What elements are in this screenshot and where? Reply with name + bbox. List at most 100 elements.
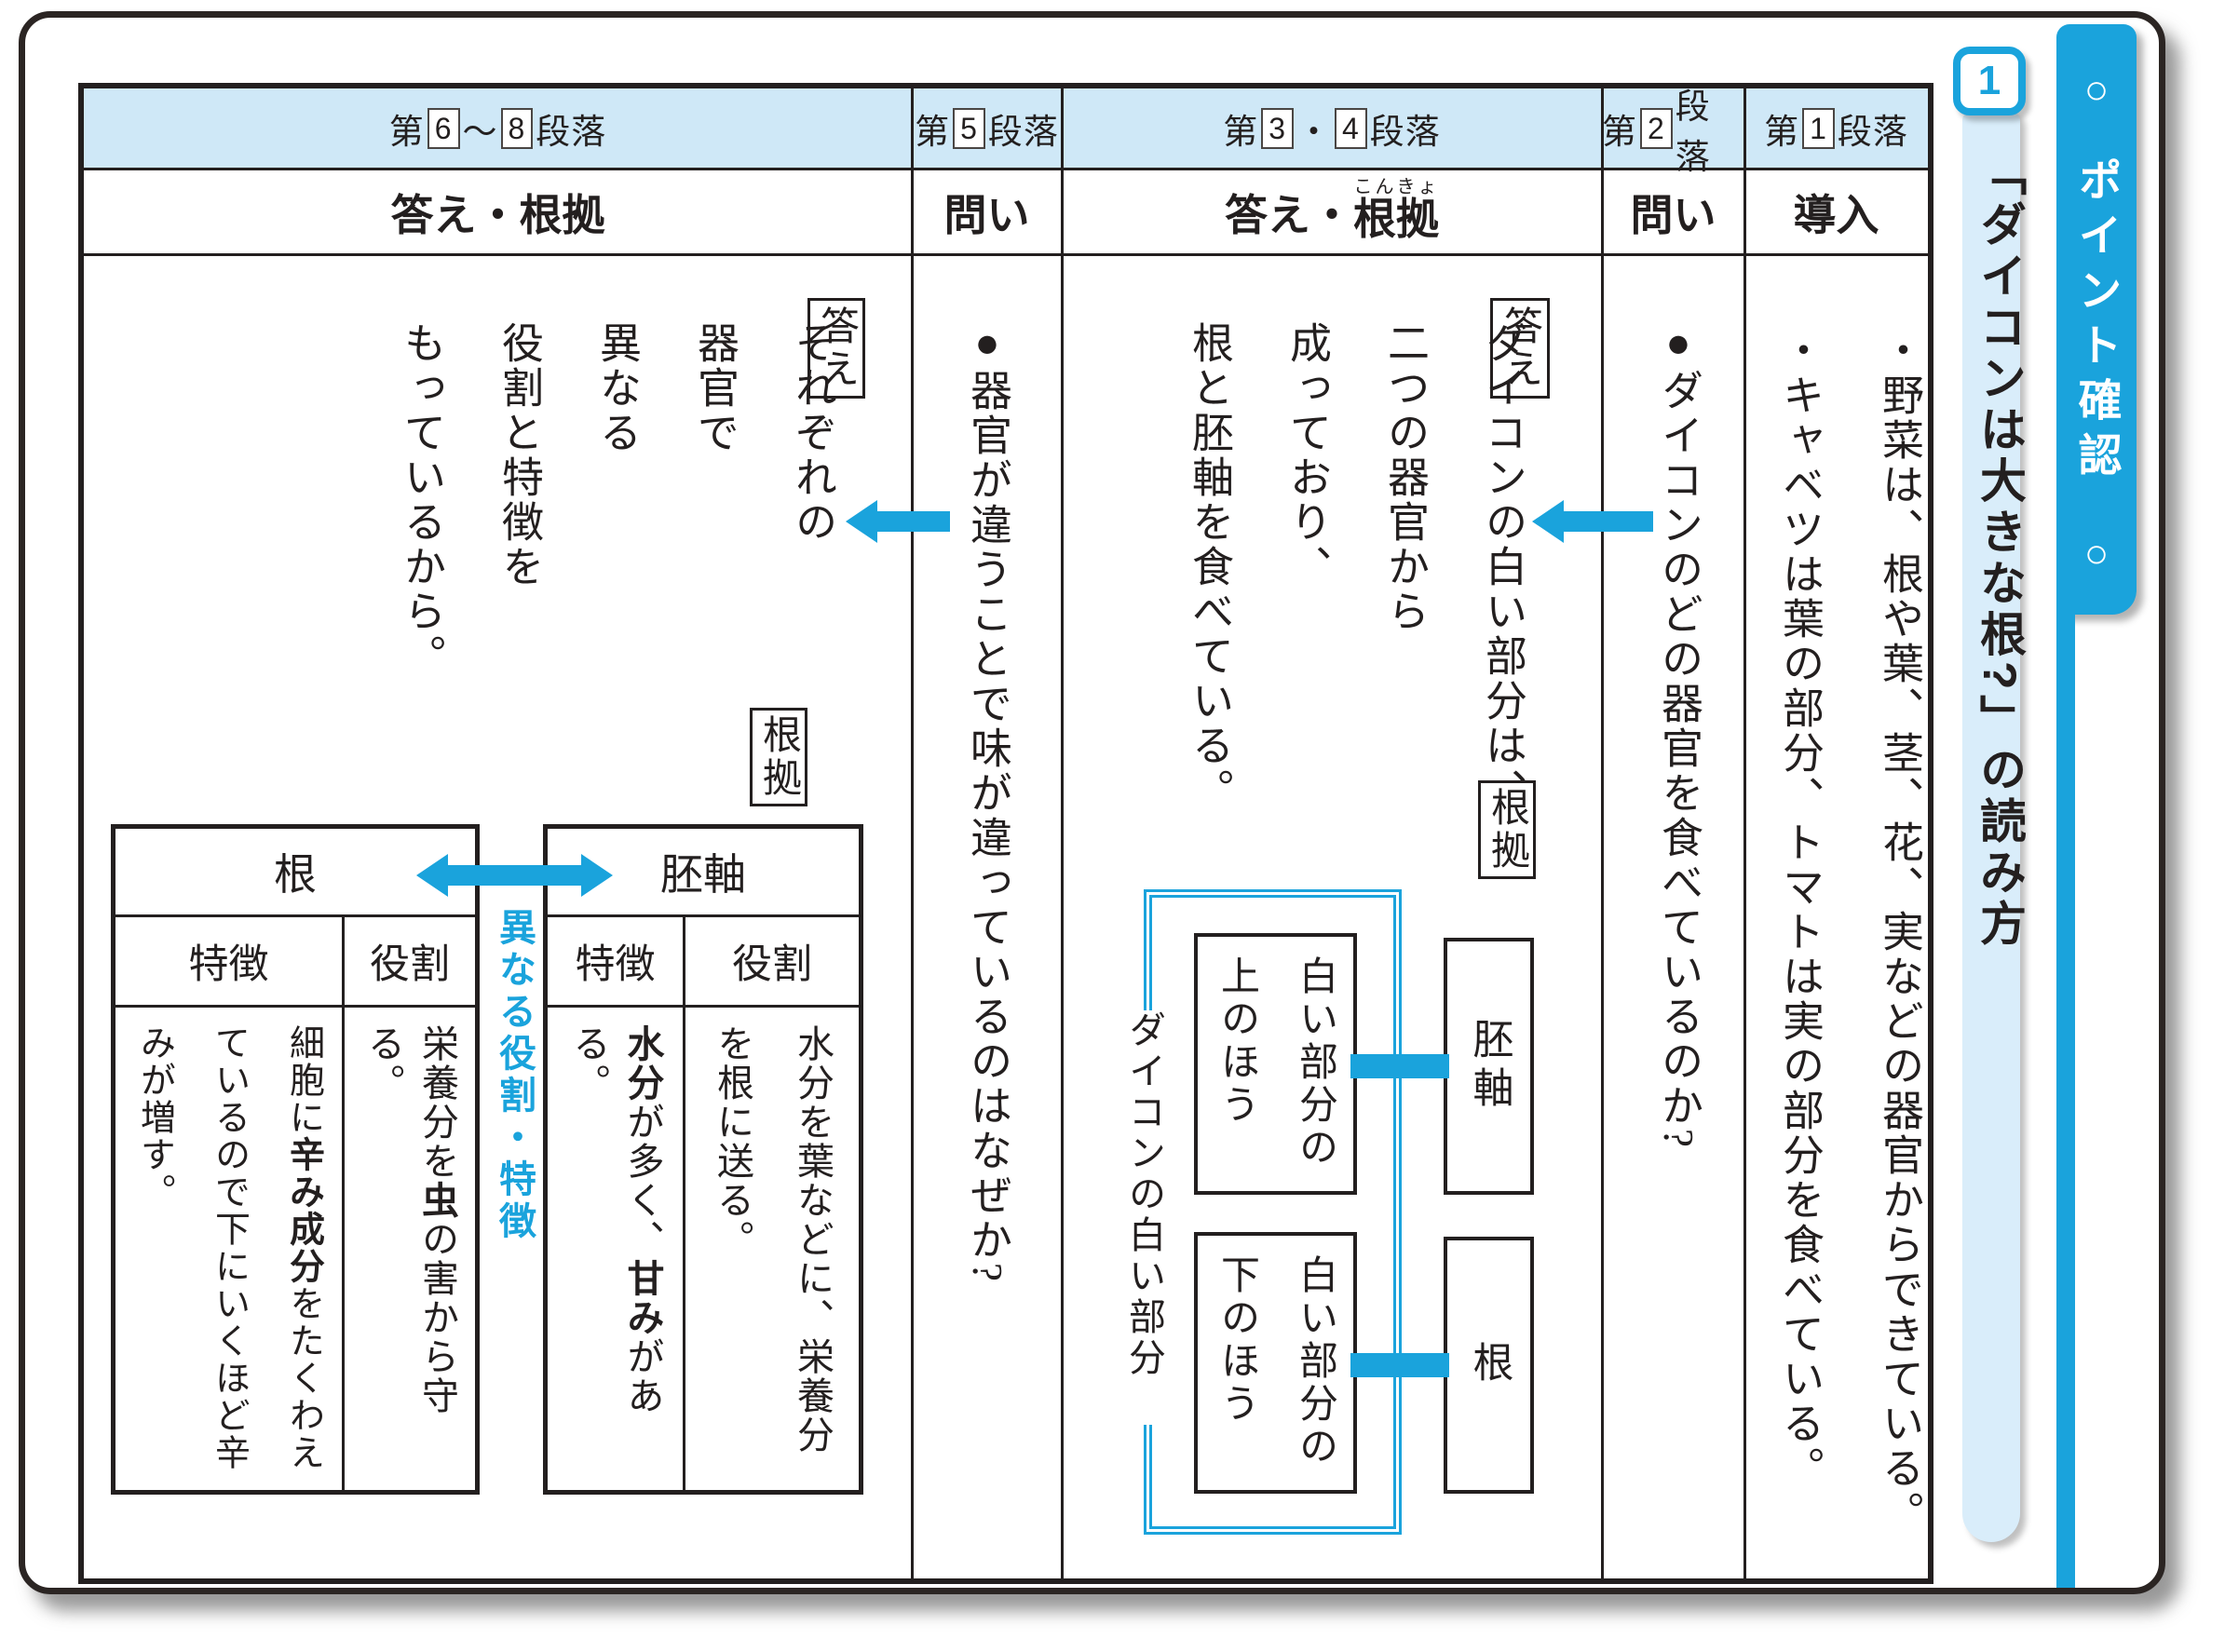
hypocotyl-table-title: 胚軸 <box>548 829 859 917</box>
white-part-upper-text: 白い部分の上のほう <box>1214 955 1336 1170</box>
text-segment: をたくわえているので下にいくほど辛みが増す。 <box>134 1024 323 1471</box>
paragraph-number-box: 3 <box>1261 107 1294 149</box>
header-text: 段落 <box>1837 112 1908 151</box>
hypocotyl-feature-text: 水分が多く、甘みがある。 <box>562 1024 670 1473</box>
header-text: 第 <box>1764 112 1800 151</box>
intro-text-block: ・野菜は、根や葉、茎、花、実などの器官からできている。 ・キャベツは葉の部分、ト… <box>1770 329 1930 1539</box>
chapter-title-text: 「ダイコンは大きな根?」の読み方 <box>1974 149 2026 951</box>
bracket-label-text: ダイコンの白い部分 <box>1123 1010 1165 1379</box>
text-segment: の害から守る。 <box>362 1024 458 1415</box>
text-segment: がある。 <box>567 1024 664 1415</box>
arrow-bar <box>1560 511 1653 532</box>
answer-label-text: 答え <box>1498 305 1541 391</box>
column-divider <box>1601 88 1604 1578</box>
root-box: 根 <box>1444 1237 1534 1494</box>
hypocotyl-feature-header: 特徴 <box>548 917 683 1008</box>
answer-line: もっているから。 <box>398 321 444 679</box>
answer-line: 器官で <box>691 321 738 455</box>
root-organ-table: 根 特徴 役割 細胞に辛み成分をたくわえているので下にいくほど辛みが増す。 栄養… <box>111 824 480 1495</box>
answer-line: 役割と特徴を <box>495 321 542 589</box>
header-text: ・ <box>1296 112 1332 151</box>
text-segment: が多く、 <box>621 1103 664 1259</box>
hypocotyl-text: 胚軸 <box>1466 1018 1513 1115</box>
intro-line-2: ・キャベツは葉の部分、トマトは実の部分を食べている。 <box>1776 329 1823 1491</box>
label-text: 導入 <box>1793 190 1879 239</box>
column-divider <box>1743 88 1746 1578</box>
white-part-upper-box: 白い部分の上のほう <box>1194 933 1357 1195</box>
bold-keyword: 虫 <box>416 1181 457 1220</box>
label-text: 答え・ <box>1225 190 1353 239</box>
answer-text-3-4: ダイコンの白い部分は、 二つの器官から 成っており、 根と胚軸を食べている。 <box>1179 321 1533 861</box>
root-table-title: 根 <box>115 829 475 917</box>
answer-box-label-6-8: 答え <box>807 298 865 399</box>
arrow-bar <box>444 865 585 886</box>
label-answer-basis-3-4: 答え・根拠こんきょ <box>1062 170 1602 253</box>
daikon-bracket-label: ダイコンの白い部分 <box>1119 1010 1168 1425</box>
label-question-5: 問い <box>912 170 1062 253</box>
label-text: 問い <box>1630 190 1716 239</box>
hypocotyl-box: 胚軸 <box>1444 938 1534 1195</box>
arrow-bar <box>874 511 950 532</box>
circle-marker-icon: ○ <box>2083 531 2110 576</box>
answer-line: それぞれの <box>789 321 835 545</box>
different-roles-note: 異なる役割・特徴 <box>488 908 540 1374</box>
answer-line: ダイコンの白い部分は、 <box>1479 321 1526 813</box>
paragraph-header-band <box>84 88 1928 170</box>
hypocotyl-organ-table: 胚軸 特徴 役割 水分が多く、甘みがある。 水分を葉などに、栄養分を根に送る。 <box>543 824 863 1495</box>
header-text: 第 <box>1602 112 1637 151</box>
answer-label-text: 答え <box>814 305 858 391</box>
basis-box-label-3-4: 根拠 <box>1478 780 1536 879</box>
bold-keyword: 辛み成分 <box>283 1136 323 1285</box>
label-text: 問い <box>943 190 1030 239</box>
text-segment: 栄養分を <box>416 1024 458 1181</box>
chapter-number-badge: 1 <box>1953 47 2026 115</box>
point-check-tab: ○ ポイント確認 ○ <box>2056 24 2137 615</box>
paragraph-number-box: 4 <box>1335 107 1367 149</box>
chapter-number: 1 <box>1977 58 2001 103</box>
header-text: 段落 <box>536 112 607 151</box>
header-text: 段落 <box>987 112 1059 151</box>
chapter-title-strip <box>1962 112 2020 1542</box>
label-answer-basis-6-8: 答え・根拠 <box>84 170 912 253</box>
root-role-cell: 栄養分を虫の害から守る。 <box>345 1008 475 1490</box>
arrow-head <box>1532 500 1564 543</box>
question-paragraph-2: ●ダイコンのどの器官を食べているのか? <box>1655 319 1702 1150</box>
basis-label-text: 根拠 <box>1485 787 1528 873</box>
double-arrow-icon <box>416 854 613 897</box>
root-text: 根 <box>1466 1341 1513 1389</box>
text-segment: 細胞に <box>283 1024 323 1136</box>
root-role-header: 役割 <box>345 917 475 1008</box>
answer-line: 成っており、 <box>1283 321 1330 589</box>
hypocotyl-role-text: 水分を葉などに、栄養分を根に送る。 <box>712 1024 834 1455</box>
answer-line: 根と胚軸を食べている。 <box>1186 321 1232 813</box>
bold-keyword: 甘み <box>621 1259 663 1337</box>
label-intro-1: 導入 <box>1744 170 1928 253</box>
circle-marker-icon: ○ <box>2083 67 2110 113</box>
point-check-tab-tail <box>2056 605 2075 1588</box>
ruby-base: 根拠 <box>1353 195 1439 243</box>
header-text: 第 <box>388 112 425 151</box>
header-text: 段落 <box>1369 112 1441 151</box>
root-feature-text: 細胞に辛み成分をたくわえているので下にいくほど辛みが増す。 <box>117 1024 341 1473</box>
label-question-2: 問い <box>1602 170 1744 253</box>
arrow-left-icon <box>1532 500 1653 543</box>
hypocotyl-feature-cell: 水分が多く、甘みがある。 <box>548 1008 683 1490</box>
ruby-furigana: こんきょ <box>1353 177 1439 197</box>
chapter-title: 「ダイコンは大きな根?」の読み方 <box>1966 149 2026 1453</box>
cell-divider <box>683 917 685 1490</box>
cell-divider <box>342 917 345 1490</box>
header-text: 段落 <box>1675 87 1711 176</box>
paragraph-number-box: 6 <box>427 107 460 149</box>
basis-box-label-6-8: 根拠 <box>750 708 807 806</box>
header-text: 〜 <box>462 112 498 151</box>
intro-line-1: ・野菜は、根や葉、茎、花、実などの器官からできている。 <box>1876 329 1922 1536</box>
paragraph-number-box: 1 <box>1802 107 1835 149</box>
bold-keyword: 水分 <box>621 1024 663 1103</box>
header-text: 第 <box>1223 112 1259 151</box>
